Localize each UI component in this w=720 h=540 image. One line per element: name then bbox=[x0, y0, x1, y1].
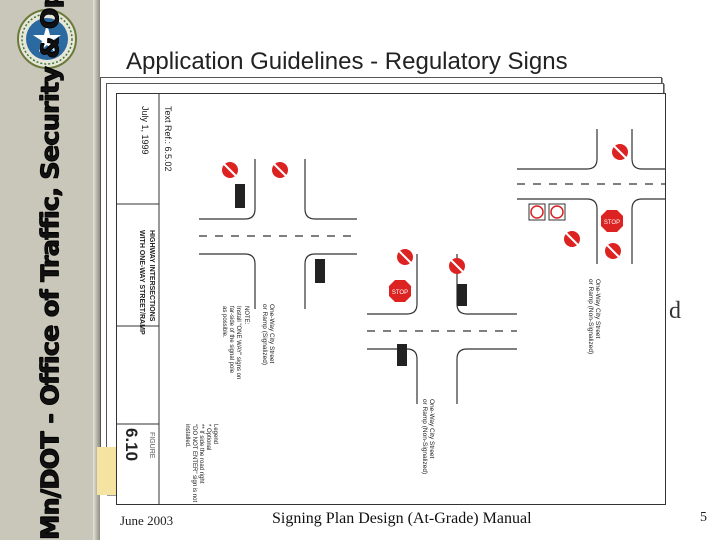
intersection-diagram: STOP STOP bbox=[117, 94, 665, 504]
footer-title: Signing Plan Design (At-Grade) Manual bbox=[272, 510, 532, 527]
mndot-logo-icon bbox=[17, 9, 77, 69]
figure-document: STOP STOP Text Ref.: 6.5.02 July 1, 1999… bbox=[116, 93, 666, 505]
figure-tab bbox=[97, 447, 119, 495]
slide-title: Application Guidelines - Regulatory Sign… bbox=[126, 48, 568, 75]
caption-line-1: HIGHWAY INTERSECTIONS bbox=[148, 230, 155, 322]
street-label-signalized: One-Way City Street bbox=[268, 304, 275, 364]
sidebar: Mn/DOT - Office of Traffic, Security & O… bbox=[0, 0, 100, 540]
figure-label: FIGURE bbox=[148, 432, 155, 459]
figure-date: July 1, 1999 bbox=[140, 106, 150, 155]
sidebar-shade bbox=[93, 0, 100, 540]
sidebar-title: Mn/DOT - Office of Traffic, Security & O… bbox=[35, 0, 65, 540]
street-label-nonsignalized-right: One-Way City Street bbox=[594, 279, 601, 339]
street-label-nonsignalized-center: One-Way City Street bbox=[428, 399, 435, 459]
caption-line-2: WITH ONE-WAY STREET/RAMP bbox=[138, 230, 145, 335]
footer-date: June 2003 bbox=[120, 513, 174, 528]
page-number: 5 bbox=[700, 510, 707, 525]
svg-text:STOP: STOP bbox=[604, 220, 620, 226]
background-text-fragment: d bbox=[669, 298, 681, 324]
svg-text:STOP: STOP bbox=[392, 290, 408, 296]
text-ref: Text Ref.: 6.5.02 bbox=[163, 106, 173, 172]
figure-number: 6.10 bbox=[122, 428, 141, 462]
